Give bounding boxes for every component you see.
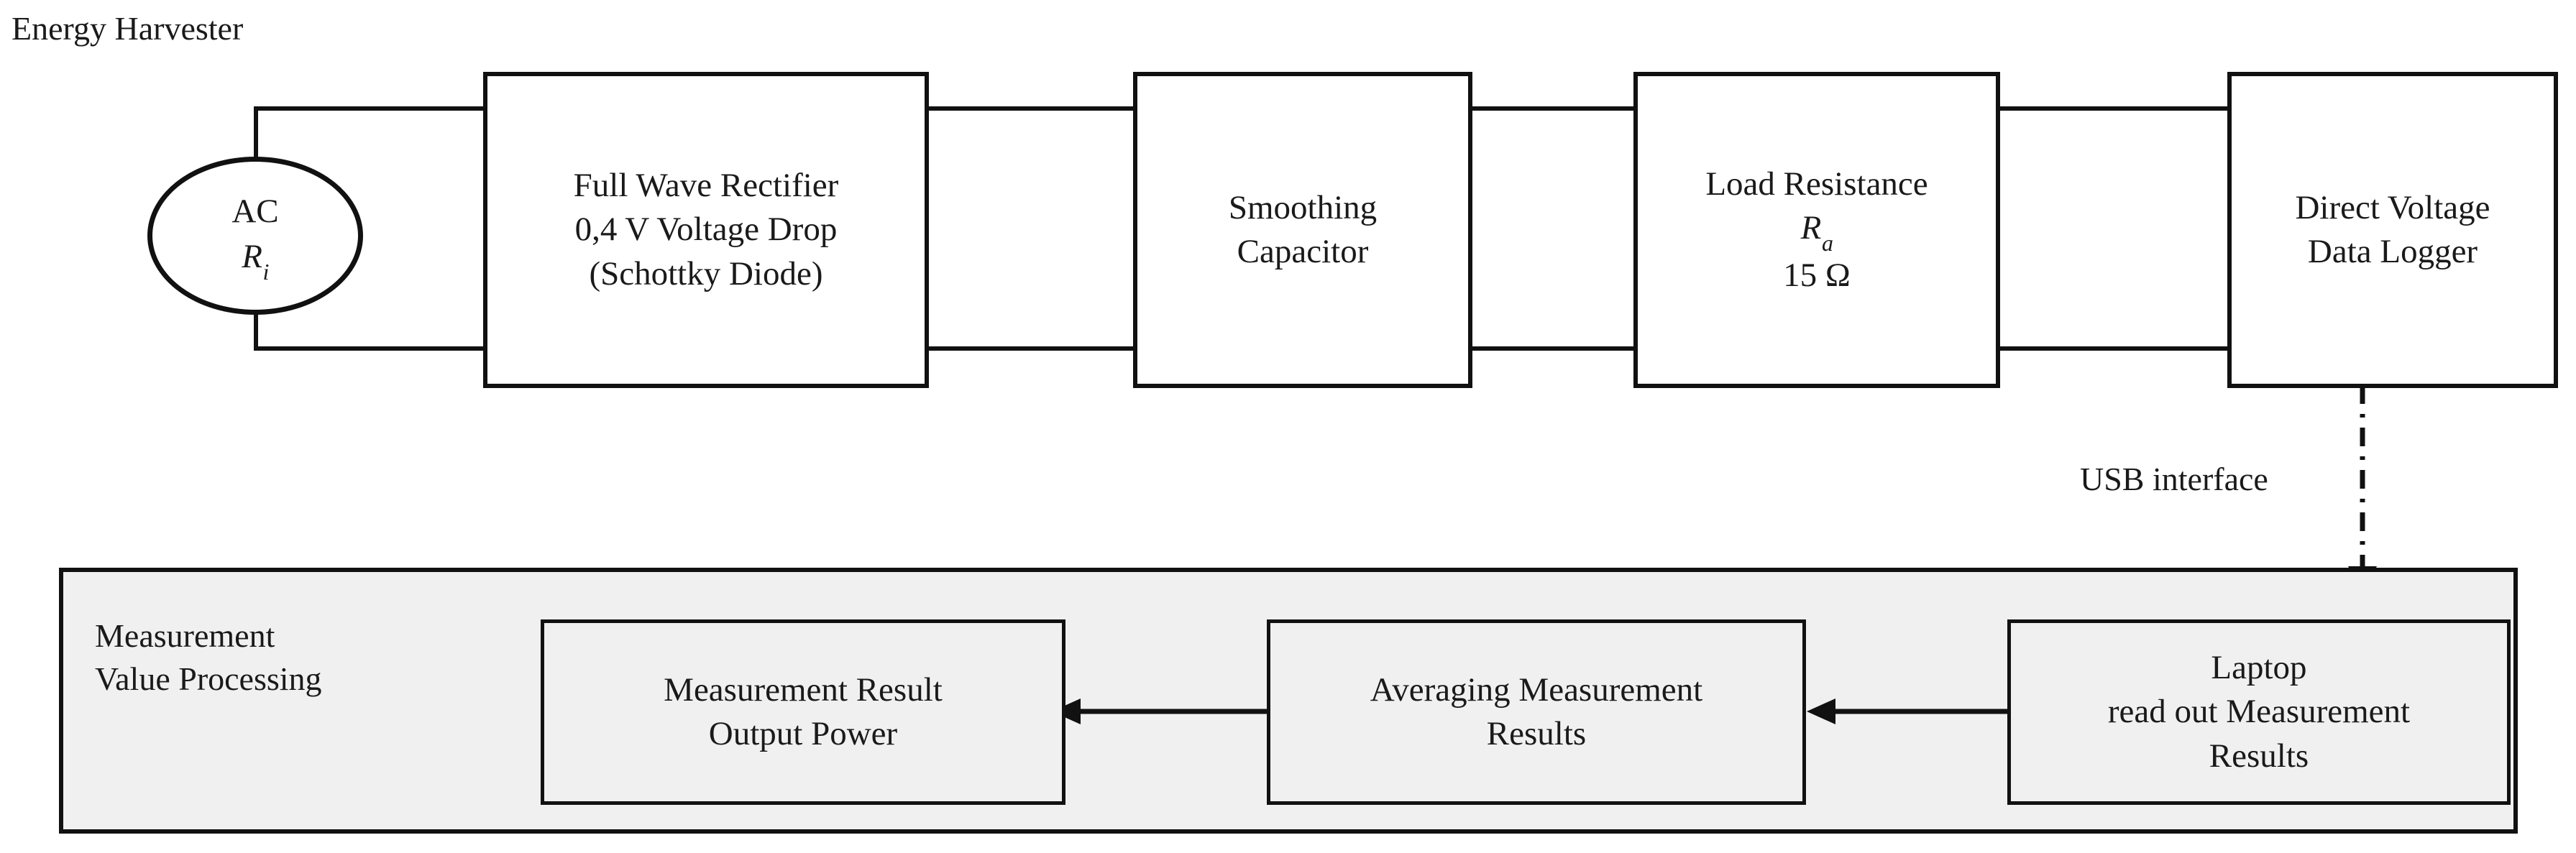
wire-load-to-logger-bottom (1995, 346, 2232, 351)
block-load-resistance-label: Load Resistance (1705, 165, 1928, 203)
arrowhead-left-icon (1052, 698, 1081, 724)
arrow-laptop-to-averaging (1807, 698, 2008, 724)
wire-ac-top-stub (254, 106, 258, 193)
block-smoothing-capacitor-label: Smoothing Capacitor (1228, 188, 1378, 270)
block-full-wave-rectifier: Full Wave Rectifier 0,4 V Voltage Drop (… (483, 72, 929, 388)
arrowhead-left-icon (1807, 698, 1835, 724)
block-load-resistance-value: 15 Ω (1783, 256, 1851, 294)
ac-source-internal-resistance: Ri (242, 237, 270, 285)
page-title: Energy Harvester (12, 10, 244, 47)
block-measurement-result-label: Measurement Result Output Power (664, 670, 943, 752)
wire-rectifier-to-capacitor-top (924, 106, 1140, 111)
block-load-resistance: Load Resistance Ra 15 Ω (1633, 72, 2000, 388)
wire-ac-to-rectifier-bottom (254, 346, 491, 351)
wire-rectifier-to-capacitor-bottom (924, 346, 1140, 351)
block-laptop-label: Laptop read out Measurement Results (2107, 649, 2411, 775)
usb-interface-label: USB interface (2080, 461, 2268, 497)
block-averaging: Averaging Measurement Results (1267, 619, 1806, 805)
panel-title: Measurement Value Processing (95, 617, 322, 697)
block-load-resistance-symbol: Ra (1800, 209, 1833, 257)
wire-ac-to-rectifier-top (254, 106, 491, 111)
wire-capacitor-to-load-top (1467, 106, 1639, 111)
block-measurement-result: Measurement Result Output Power (541, 619, 1065, 805)
block-averaging-label: Averaging Measurement Results (1370, 670, 1703, 752)
block-smoothing-capacitor: Smoothing Capacitor (1133, 72, 1472, 388)
block-data-logger: Direct Voltage Data Logger (2227, 72, 2558, 388)
wire-capacitor-to-load-bottom (1467, 346, 1639, 351)
ac-source-symbol: AC Ri (147, 157, 363, 315)
block-data-logger-label: Direct Voltage Data Logger (2295, 188, 2490, 270)
wire-load-to-logger-top (1995, 106, 2232, 111)
ac-source-label: AC (232, 192, 279, 230)
arrow-averaging-to-result (1052, 698, 1275, 724)
block-laptop: Laptop read out Measurement Results (2007, 619, 2511, 805)
block-full-wave-rectifier-label: Full Wave Rectifier 0,4 V Voltage Drop (… (573, 167, 839, 292)
